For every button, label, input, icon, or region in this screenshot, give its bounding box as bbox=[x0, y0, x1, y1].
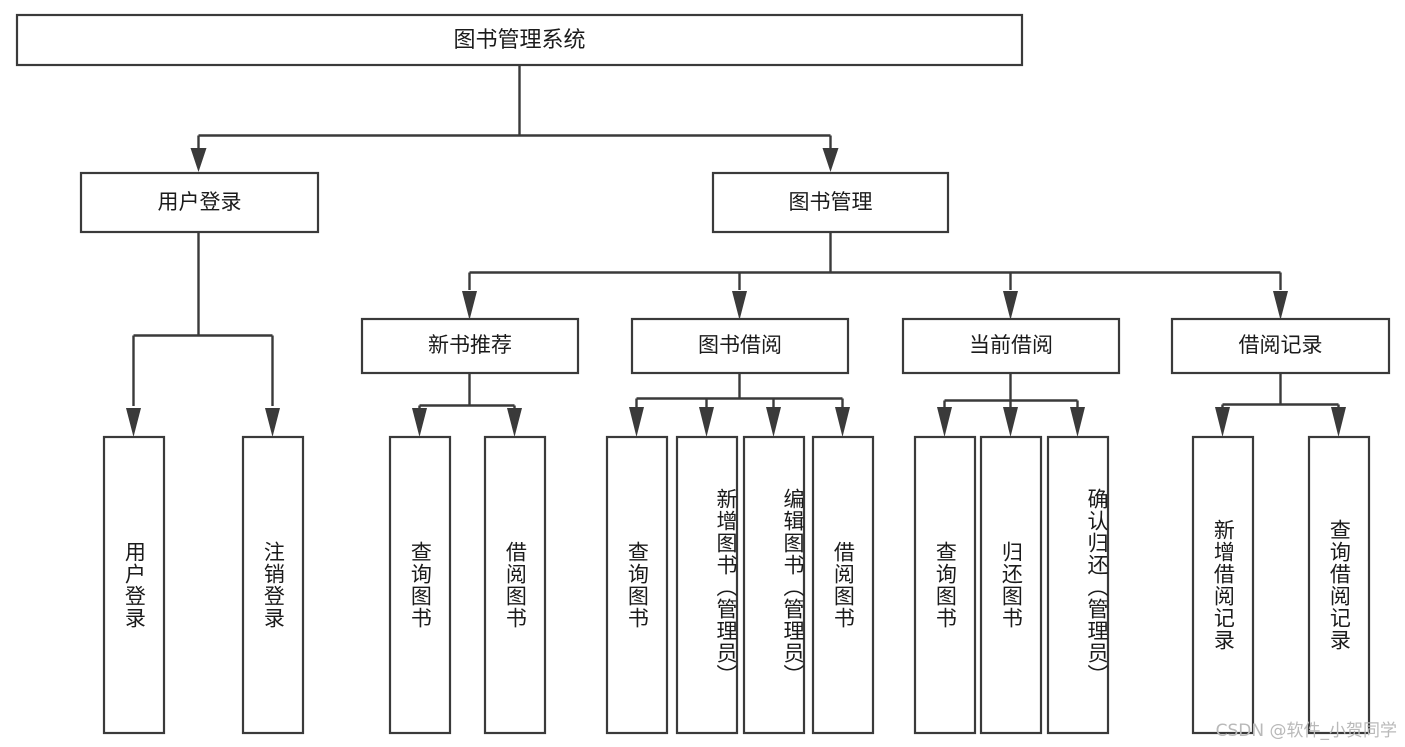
node-root-label: 图书管理系统 bbox=[453, 28, 585, 53]
arrow-head-leaf-query-book-1 bbox=[412, 408, 427, 437]
node-leaf-edit-book-box[interactable] bbox=[742, 435, 806, 735]
arrow-head-leaf-borrow-book-2 bbox=[835, 407, 850, 437]
node-root[interactable]: 图书管理系统 bbox=[15, 13, 1024, 67]
arrow-head-user-login bbox=[190, 148, 207, 172]
node-leaf-user-login-box[interactable] bbox=[102, 435, 166, 735]
node-book-manage-label: 图书管理 bbox=[789, 190, 873, 214]
arrow-head-leaf-return-book bbox=[1003, 407, 1018, 437]
node-book-borrow-label: 图书借阅 bbox=[698, 333, 782, 357]
node-borrow-record[interactable]: 借阅记录 bbox=[1170, 317, 1391, 375]
node-leaf-user-login-label: 用户登录 bbox=[122, 541, 147, 629]
node-book-manage[interactable]: 图书管理 bbox=[711, 171, 950, 234]
node-book-borrow-box bbox=[630, 317, 850, 375]
arrow-head-borrow-record bbox=[1273, 291, 1288, 320]
node-leaf-add-book-box[interactable] bbox=[675, 435, 739, 735]
node-user-login-box bbox=[79, 171, 320, 234]
node-leaf-add-book-label: 新增图书（管理员） bbox=[714, 488, 738, 686]
csdn-watermark: CSDN @软件_小贺同学 bbox=[1215, 721, 1397, 741]
node-leaf-query-book-2-box[interactable] bbox=[605, 435, 669, 735]
node-current-borrow-label: 当前借阅 bbox=[969, 333, 1053, 357]
arrow-head-leaf-edit-book bbox=[766, 407, 781, 437]
node-leaf-query-book-3-box[interactable] bbox=[913, 435, 977, 735]
node-book-manage-box bbox=[711, 171, 950, 234]
node-leaf-confirm-return-box[interactable] bbox=[1046, 435, 1110, 735]
node-leaf-borrow-book-2-label: 借阅图书 bbox=[831, 541, 856, 629]
node-new-book-recommend-label: 新书推荐 bbox=[428, 333, 512, 357]
node-leaf-query-book-3-label: 查询图书 bbox=[933, 541, 958, 629]
node-leaf-borrow-book-2-box[interactable] bbox=[811, 435, 875, 735]
arrow-head-leaf-query-book-3 bbox=[937, 407, 952, 437]
node-leaf-borrow-book-1-label: 借阅图书 bbox=[503, 541, 528, 629]
arrow-head-leaf-query-book-2 bbox=[629, 407, 644, 437]
arrow-head-leaf-query-record bbox=[1331, 407, 1346, 437]
arrow-head-book-manage bbox=[822, 148, 839, 172]
node-leaf-return-book-label: 归还图书 bbox=[999, 541, 1024, 629]
node-borrow-record-label: 借阅记录 bbox=[1239, 333, 1323, 357]
arrow-head-leaf-confirm-return bbox=[1070, 407, 1085, 437]
node-user-login-label: 用户登录 bbox=[158, 190, 242, 214]
arrow-head-leaf-logout-login bbox=[265, 408, 280, 437]
node-leaf-query-book-1-label: 查询图书 bbox=[408, 541, 433, 629]
node-leaf-add-record-box[interactable] bbox=[1191, 435, 1255, 735]
arrow-head-leaf-add-record bbox=[1215, 407, 1230, 437]
arrow-head-leaf-user-login bbox=[126, 408, 141, 437]
node-leaf-edit-book-label: 编辑图书（管理员） bbox=[781, 488, 805, 686]
node-leaf-borrow-book-1-box[interactable] bbox=[483, 435, 547, 735]
arrow-head-leaf-add-book bbox=[699, 407, 714, 437]
node-leaf-confirm-return-label: 确认归还（管理员） bbox=[1085, 488, 1109, 686]
node-user-login[interactable]: 用户登录 bbox=[79, 171, 320, 234]
arrow-head-current-borrow bbox=[1003, 291, 1018, 320]
arrow-head-leaf-borrow-book-1 bbox=[507, 408, 522, 437]
arrow-head-book-borrow bbox=[732, 291, 747, 320]
arrow-head-new-book-recommend bbox=[462, 291, 477, 320]
node-book-borrow[interactable]: 图书借阅 bbox=[630, 317, 850, 375]
node-leaf-return-book-box[interactable] bbox=[979, 435, 1043, 735]
node-leaf-query-book-2-label: 查询图书 bbox=[625, 541, 650, 629]
node-leaf-query-book-1-box[interactable] bbox=[388, 435, 452, 735]
node-current-borrow[interactable]: 当前借阅 bbox=[901, 317, 1121, 375]
node-leaf-query-record-box[interactable] bbox=[1307, 435, 1371, 735]
node-leaf-logout-login-box[interactable] bbox=[241, 435, 305, 735]
connector-group bbox=[126, 65, 1346, 437]
node-borrow-record-box bbox=[1170, 317, 1391, 375]
node-leaf-add-record-label: 新增借阅记录 bbox=[1211, 519, 1236, 651]
node-leaf-logout-login-label: 注销登录 bbox=[261, 541, 286, 629]
node-leaf-query-record-label: 查询借阅记录 bbox=[1327, 519, 1352, 651]
node-new-book-recommend[interactable]: 新书推荐 bbox=[360, 317, 580, 375]
node-new-book-recommend-box bbox=[360, 317, 580, 375]
node-root-box bbox=[15, 13, 1024, 67]
node-current-borrow-box bbox=[901, 317, 1121, 375]
